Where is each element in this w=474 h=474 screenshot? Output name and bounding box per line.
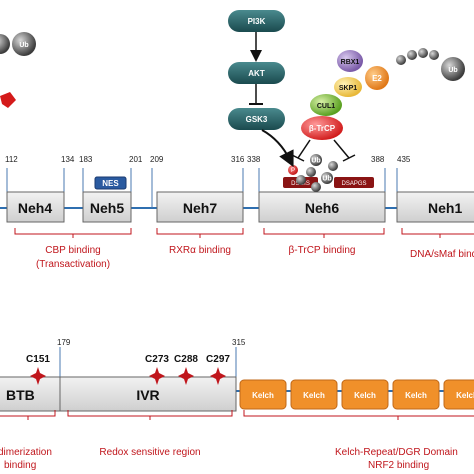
arrow-gsk3-phospho bbox=[261, 129, 294, 168]
annotation-cbp: CBP binding bbox=[45, 245, 100, 256]
annotation-dimer: dimerization bbox=[0, 447, 52, 458]
bracket-dimer bbox=[0, 410, 56, 420]
domain-btb bbox=[0, 376, 61, 412]
domain-neh1-label: Neh1 bbox=[428, 200, 462, 216]
kelch-label-2: Kelch bbox=[303, 391, 325, 400]
annotation-kelch-sub: NRF2 binding bbox=[368, 460, 429, 471]
kelch-repeat-4 bbox=[392, 379, 440, 410]
residue-201: 201 bbox=[129, 155, 143, 164]
residue-112: 112 bbox=[5, 155, 18, 164]
domain-neh7 bbox=[156, 191, 244, 223]
domain-ivr bbox=[59, 376, 237, 412]
kelch-repeat-1 bbox=[239, 379, 287, 410]
cys-c273-label: C273 bbox=[145, 354, 169, 365]
kelch-repeat-2 bbox=[290, 379, 338, 410]
rbx1-node bbox=[337, 50, 363, 72]
ub-label-b: Ub bbox=[322, 176, 331, 183]
btrcp-to-dsapgs-bar bbox=[342, 154, 356, 162]
annotation-dimer-sub: binding bbox=[4, 460, 36, 471]
pi3k-label: PI3K bbox=[248, 17, 266, 26]
domain-neh5-label: Neh5 bbox=[90, 200, 124, 216]
domain-neh5 bbox=[82, 191, 132, 223]
btrcp-to-dsgis bbox=[297, 139, 311, 159]
dsapgs-label: DSAPGS bbox=[341, 181, 366, 187]
btrcp-node bbox=[301, 116, 343, 140]
akt-label: AKT bbox=[248, 69, 265, 78]
ub-chain-left: Ub bbox=[0, 32, 36, 56]
residue-316: 316 bbox=[231, 155, 245, 164]
domain-neh6-label: Neh6 bbox=[305, 200, 339, 216]
ub-label-a: Ub bbox=[311, 158, 320, 165]
cul1-label: CUL1 bbox=[317, 103, 335, 110]
bracket-dna bbox=[401, 228, 474, 238]
btrcp-label: β-TrCP bbox=[309, 124, 336, 133]
rbx1-label: RBX1 bbox=[341, 59, 360, 66]
cys-c297-label: C297 bbox=[206, 354, 230, 365]
dsapgs-motif bbox=[334, 177, 374, 188]
btrcp-to-dsgis-bar bbox=[291, 154, 305, 162]
residue-183: 183 bbox=[79, 155, 93, 164]
cys-c151: C151 bbox=[26, 354, 50, 385]
domain-neh1 bbox=[396, 191, 474, 223]
annotation-kelch: Kelch-Repeat/DGR Domain bbox=[335, 447, 458, 458]
bracket-cbp bbox=[14, 228, 132, 238]
nes-motif bbox=[94, 176, 127, 190]
domain-neh4-label: Neh4 bbox=[18, 200, 52, 216]
annotation-cbp-sub: (Transactivation) bbox=[36, 259, 110, 270]
nes-label: NES bbox=[102, 179, 119, 188]
e2-node bbox=[365, 66, 389, 90]
bracket-btrcp bbox=[263, 228, 385, 238]
bracket-kelch bbox=[243, 410, 474, 420]
domain-neh4 bbox=[6, 191, 65, 223]
kelch-label-5: Kelch bbox=[456, 391, 474, 400]
gsk3-node bbox=[228, 108, 285, 130]
cys-c273: C273 bbox=[145, 354, 169, 385]
phospho-label: P bbox=[291, 168, 295, 174]
residue-435: 435 bbox=[397, 155, 411, 164]
kelch-label-3: Kelch bbox=[354, 391, 376, 400]
domain-neh7-label: Neh7 bbox=[183, 200, 217, 216]
residue-179: 179 bbox=[57, 338, 71, 347]
ub-label-right: Ub bbox=[448, 67, 457, 74]
cul1-node bbox=[310, 94, 342, 116]
annotation-rxr: RXRα binding bbox=[169, 245, 231, 256]
annotation-redox: Redox sensitive region bbox=[99, 447, 200, 458]
residue-315: 315 bbox=[232, 338, 246, 347]
annotation-dna: DNA/sMaf bind bbox=[410, 249, 474, 260]
e2-label: E2 bbox=[372, 74, 382, 83]
domain-neh6 bbox=[258, 191, 386, 223]
ub-cluster-neh6: Ub Ub bbox=[296, 154, 338, 192]
btrcp-to-dsapgs bbox=[333, 139, 350, 159]
kelch-repeat-5 bbox=[443, 379, 474, 410]
akt-node bbox=[228, 62, 285, 84]
bracket-rxr bbox=[156, 228, 244, 238]
residue-388: 388 bbox=[371, 155, 385, 164]
cys-c297: C297 bbox=[206, 354, 230, 385]
pi3k-node bbox=[228, 10, 285, 32]
cys-c288-label: C288 bbox=[174, 354, 198, 365]
cys-c151-label: C151 bbox=[26, 354, 50, 365]
domain-ivr-label: IVR bbox=[136, 387, 159, 403]
annotation-btrcp: β-TrCP binding bbox=[289, 245, 356, 256]
skp1-label: SKP1 bbox=[339, 85, 357, 92]
phospho-site bbox=[288, 165, 298, 175]
cys-c288: C288 bbox=[174, 354, 198, 385]
kelch-repeat-3 bbox=[341, 379, 389, 410]
kelch-label-4: Kelch bbox=[405, 391, 427, 400]
residue-209: 209 bbox=[150, 155, 164, 164]
residue-338: 338 bbox=[247, 155, 261, 164]
ub-chain-right: Ub bbox=[396, 48, 465, 81]
skp1-node bbox=[334, 77, 362, 97]
bracket-redox bbox=[67, 410, 233, 420]
domain-btb-label: BTB bbox=[6, 387, 35, 403]
red-fragment bbox=[0, 92, 16, 108]
gsk3-label: GSK3 bbox=[246, 115, 268, 124]
kelch-label-1: Kelch bbox=[252, 391, 274, 400]
residue-134: 134 bbox=[61, 155, 75, 164]
ub-label-left: Ub bbox=[19, 42, 28, 49]
